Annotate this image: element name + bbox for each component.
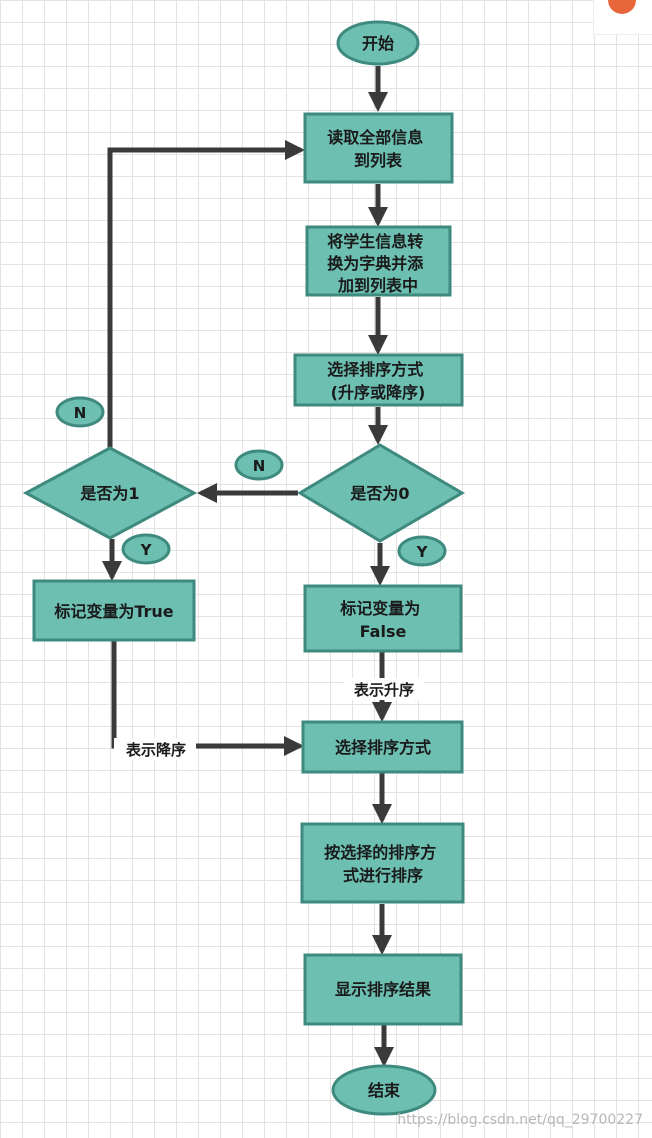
node-read-line-1: 读取全部信息 [327, 128, 423, 147]
svg-text:读取全部信息 到列表: 读取全部信息 到列表 [327, 128, 429, 170]
edge-is-one-back-to-read [107, 140, 305, 450]
svg-text:Y: Y [140, 541, 153, 559]
label-descending: 表示降序 [126, 741, 186, 759]
svg-text:Y: Y [416, 543, 429, 561]
edge-mark-true-to-choose-method [111, 640, 304, 756]
svg-text:显示排序结果: 显示排序结果 [335, 980, 431, 999]
node-show-line-1: 显示排序结果 [335, 980, 431, 999]
label-ascending: 表示升序 [354, 681, 414, 699]
badge-yes-right: Y [397, 535, 447, 567]
node-show: 显示排序结果 [303, 953, 463, 1026]
node-choose-method-line-1: 选择排序方式 [335, 738, 431, 757]
badge-no-middle: N [234, 449, 284, 481]
node-mark-true-line-1: 标记变量为True [53, 602, 173, 621]
node-convert-line-2: 换为字典并添 [327, 254, 424, 273]
edges [102, 66, 394, 1067]
node-is-zero-line-1: 是否为0 [349, 484, 409, 503]
node-choose-order-line-2: (升序或降序) [331, 383, 426, 402]
node-sort-line-2: 式进行排序 [343, 866, 423, 885]
badge-yes-left: Y [121, 533, 171, 565]
node-choose-order: 选择排序方式 (升序或降序) [293, 353, 464, 407]
svg-text:选择排序方式: 选择排序方式 [335, 738, 431, 757]
node-read-line-2: 到列表 [354, 151, 403, 170]
svg-text:标记变量为True: 标记变量为True [53, 602, 173, 621]
svg-text:将学生信息转 换为字典并添: 将学生信息转 换为字典并添 加到列表中 [327, 232, 429, 295]
node-sort-line-1: 按选择的排序方 [324, 843, 436, 862]
svg-text:结束: 结束 [367, 1081, 401, 1100]
node-is-one: 是否为1 [22, 446, 198, 540]
svg-text:是否为0: 是否为0 [349, 484, 409, 503]
node-convert-line-3: 加到列表中 [337, 276, 418, 295]
svg-text:标记变量为 False: 标记变量为 False [339, 599, 426, 641]
node-is-zero: 是否为0 [297, 443, 465, 543]
svg-text:选择排序方式 (升序或降序): 选择排序方式 (升序或降序) [327, 360, 429, 402]
node-convert: 将学生信息转 换为字典并添 加到列表中 [305, 225, 452, 297]
badges: N N Y Y [55, 396, 447, 567]
edge-labels: 表示升序 表示降序 [114, 678, 424, 760]
node-choose-order-line-1: 选择排序方式 [327, 360, 423, 379]
svg-text:是否为1: 是否为1 [79, 484, 139, 503]
label-backing [114, 738, 196, 760]
label-backing [344, 678, 424, 700]
node-mark-true: 标记变量为True [32, 579, 196, 642]
node-mark-false-line-1: 标记变量为 [339, 599, 420, 618]
node-read: 读取全部信息 到列表 [303, 112, 454, 184]
node-mark-false: 标记变量为 False [303, 584, 463, 653]
watermark: https://blog.csdn.net/qq_29700227 [397, 1112, 643, 1128]
node-is-one-line-1: 是否为1 [79, 484, 139, 503]
svg-text:按选择的排序方 式进行排序: 按选择的排序方 式进行排序 [324, 843, 442, 885]
notification-dot-icon [608, 0, 636, 14]
node-start: 开始 [336, 20, 420, 66]
node-convert-line-1: 将学生信息转 [327, 232, 423, 251]
svg-text:N: N [74, 404, 87, 422]
node-start-line-1: 开始 [362, 34, 394, 53]
node-choose-method: 选择排序方式 [301, 720, 464, 774]
node-end-line-1: 结束 [367, 1081, 401, 1100]
corner-widget [593, 0, 652, 35]
nodes: 开始 读取全部信息 到列表 将学生信息转 换为字典并添 加到列表中 选择排序方式… [22, 20, 465, 1116]
svg-text:开始: 开始 [362, 34, 394, 53]
node-mark-false-line-2: False [360, 622, 407, 641]
svg-text:N: N [253, 457, 266, 475]
badge-no-left: N [55, 396, 105, 428]
node-end: 结束 [331, 1064, 437, 1116]
node-sort: 按选择的排序方 式进行排序 [300, 822, 465, 904]
